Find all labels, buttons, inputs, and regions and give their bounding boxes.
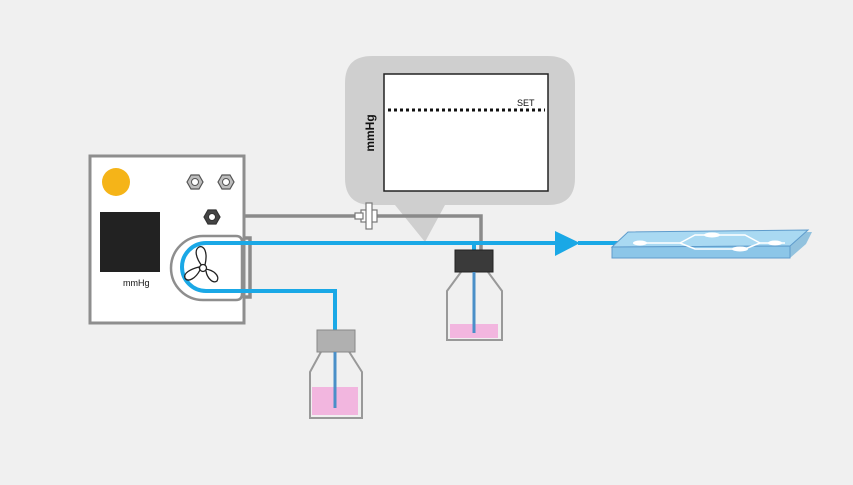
flow-direction-arrow-icon xyxy=(555,231,580,256)
peristaltic-pump-head xyxy=(169,234,258,302)
pump-display xyxy=(100,212,160,272)
pressure-tubing xyxy=(220,214,483,299)
supply-tube xyxy=(258,289,337,330)
pump-side-tube xyxy=(242,236,252,299)
pressure-callout: SET mmHg xyxy=(345,56,575,242)
pump-head-tube xyxy=(180,241,258,293)
status-indicator xyxy=(102,168,130,196)
microfluidic-chip xyxy=(610,229,812,259)
hex-port-1 xyxy=(186,174,204,190)
reservoir-1-cap xyxy=(316,329,356,353)
pressure-graph-frame xyxy=(383,73,549,192)
hex-port-outlet xyxy=(203,209,221,225)
flow-tubing xyxy=(258,241,625,408)
set-label: SET xyxy=(517,98,535,108)
pressure-pump-unit: mmHg xyxy=(88,154,258,325)
tube-connector xyxy=(354,202,378,230)
hex-port-2 xyxy=(217,174,235,190)
rotor-icon xyxy=(184,246,219,283)
pump-unit-label: mmHg xyxy=(123,278,150,288)
pressure-line xyxy=(220,214,483,250)
graph-y-axis-label: mmHg xyxy=(363,114,377,151)
reservoir-2-cap xyxy=(454,249,494,273)
reservoir-bottle-2 xyxy=(446,249,503,341)
reservoir-bottle-1 xyxy=(309,329,363,419)
